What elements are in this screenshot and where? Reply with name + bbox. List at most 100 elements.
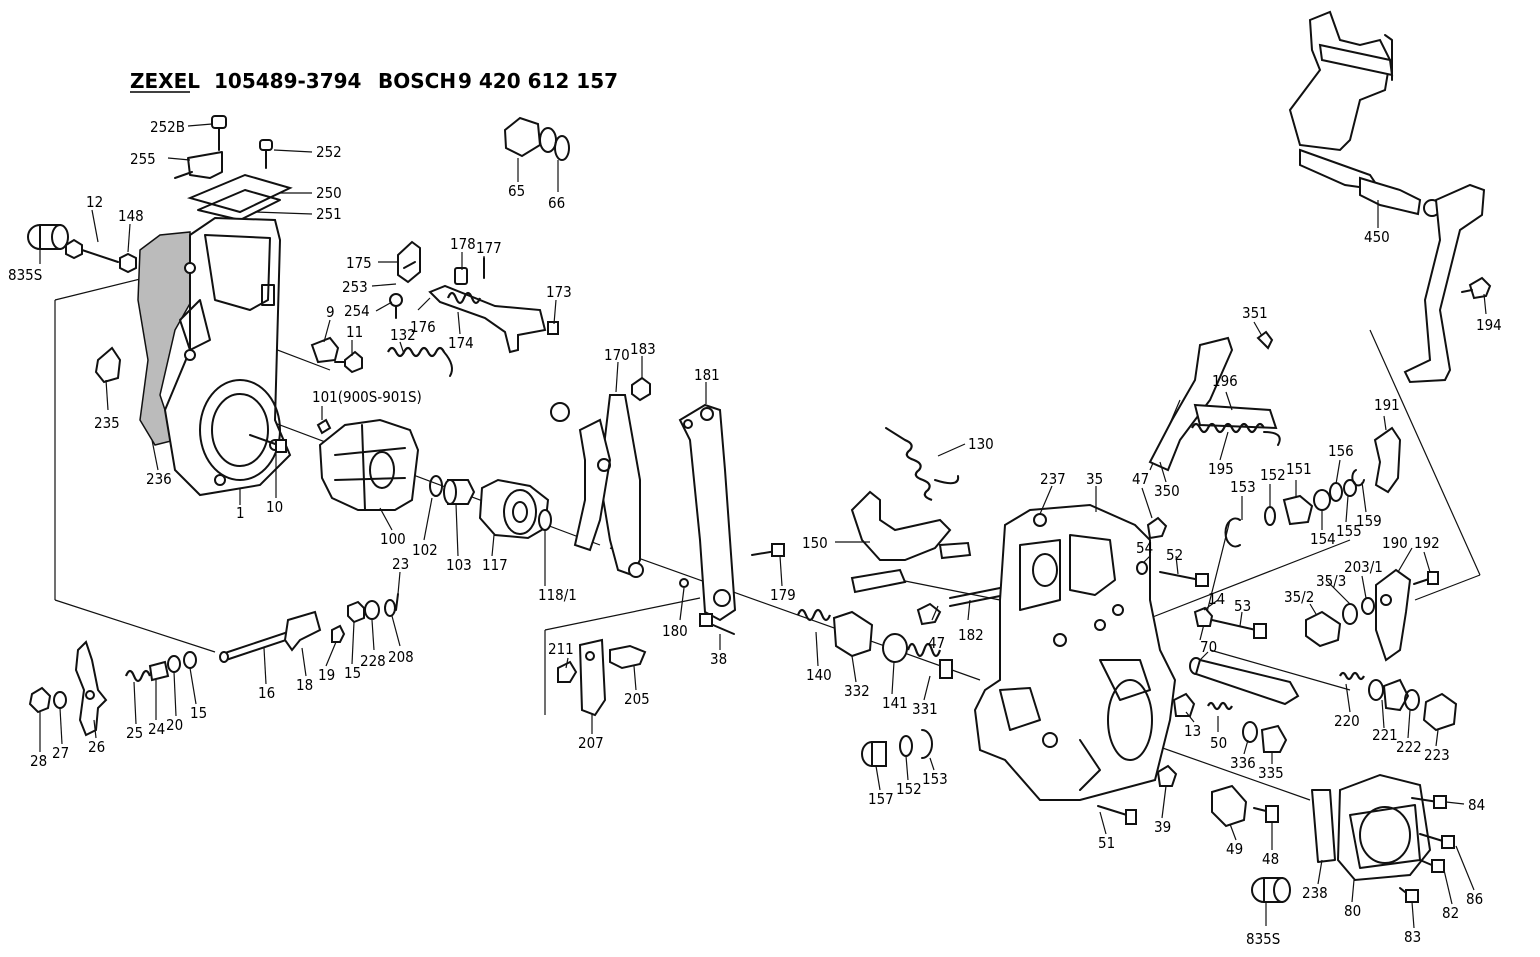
callout-83: 83 [1404,928,1421,946]
callout-25: 25 [126,724,143,742]
pump-housing-1-drawing [137,216,292,497]
callout-170: 170 [604,346,630,364]
callout-132: 132 [390,326,416,344]
callout-148: 148 [118,207,144,225]
callout-52: 52 [1166,546,1183,564]
callout-54: 54 [1136,539,1153,557]
callout-350: 350 [1154,482,1180,500]
callout-178: 178 [450,235,476,253]
callout-28: 28 [30,752,47,770]
bracket-207-drawing [557,638,647,717]
callout-49: 49 [1226,840,1243,858]
flyweight-100-drawing [318,418,420,511]
callout-65: 65 [508,182,525,200]
callout-223: 223 [1424,746,1450,764]
callout-174: 174 [448,334,474,352]
callout-173: 173 [546,283,572,301]
header-maker-bosch: BOSCH [378,69,456,93]
screws-51-39-drawing [1097,764,1178,825]
callout-82: 82 [1442,904,1459,922]
callout-181: 181 [694,366,720,384]
callout-26: 26 [88,738,105,756]
callout-66: 66 [548,194,565,212]
callout-53: 53 [1234,597,1251,615]
callout-221: 221 [1372,726,1398,744]
callout-235: 235 [94,414,120,432]
callout-35-2: 35/2 [1284,588,1314,606]
callout-103: 103 [446,556,472,574]
callout-150: 150 [802,534,828,552]
callout-153a: 153 [922,770,948,788]
adjust-screw-220-group-drawing [1339,671,1458,732]
callout-331: 331 [912,700,938,718]
bolt-252b-drawing [211,115,227,151]
callout-222: 222 [1396,738,1422,756]
callout-237: 237 [1040,470,1066,488]
callout-11: 11 [346,323,363,341]
callout-194: 194 [1476,316,1502,334]
cover-80-drawing [1311,773,1432,882]
shaft-bushings-drawing [124,651,197,683]
callout-255: 255 [130,150,156,168]
callout-195: 195 [1208,460,1234,478]
callout-15a: 15 [344,664,361,682]
spring-130-drawing [885,427,960,502]
header-maker-zexel: ZEXEL [130,69,200,93]
plug-157-drawing [861,729,933,767]
callout-182: 182 [958,626,984,644]
callout-252b: 252B [150,118,185,136]
callout-157: 157 [868,790,894,808]
callout-130: 130 [968,435,994,453]
plug-49-drawing [1211,784,1279,828]
callout-250: 250 [316,184,342,202]
linkage-450-drawing [1288,10,1492,384]
callout-35: 35 [1086,470,1103,488]
callout-183: 183 [630,340,656,358]
callout-179: 179 [770,586,796,604]
governor-sleeve-drawing [429,475,552,540]
callout-10: 10 [266,498,283,516]
callout-190: 190 [1382,534,1408,552]
callout-118-1: 118/1 [538,586,577,604]
callout-leader-lines [39,123,1487,929]
control-lever-181-drawing [678,403,737,622]
callout-48: 48 [1262,850,1279,868]
header-part-number: 105489-3794 [214,69,361,93]
callout-156: 156 [1328,442,1354,460]
callout-51: 51 [1098,834,1115,852]
callout-23: 23 [392,555,409,573]
callout-835s-left: 835S [8,266,42,284]
callout-236: 236 [146,470,172,488]
callout-152a: 152 [896,780,922,798]
callout-117: 117 [482,556,508,574]
callout-205: 205 [624,690,650,708]
bracket-255-drawing [174,151,293,221]
callout-47b: 47 [1132,470,1149,488]
diagram-header: ZEXEL 105489-3794 BOSCH 9 420 612 157 [130,69,618,93]
rod-182-drawing [916,587,1001,626]
callout-labels: 252B 252 255 250 251 65 66 12 148 835S 1… [8,118,1502,948]
callout-20: 20 [166,716,183,734]
callout-27: 27 [52,744,69,762]
callout-220: 220 [1334,712,1360,730]
callout-35-3: 35/3 [1316,572,1346,590]
callout-450: 450 [1364,228,1390,246]
shaft-70-drawing [1189,657,1300,706]
callout-252: 252 [316,143,342,161]
callout-203-1: 203/1 [1344,558,1383,576]
callout-151: 151 [1286,460,1312,478]
callout-208: 208 [388,648,414,666]
screw-group-13-drawing [1172,692,1288,753]
callout-332: 332 [844,682,870,700]
callout-1: 1 [236,504,245,522]
callout-15b: 15 [190,704,207,722]
callout-191: 191 [1374,396,1400,414]
lever-190-group-drawing [1305,568,1439,662]
callout-238: 238 [1302,884,1328,902]
callout-100: 100 [380,530,406,548]
callout-18: 18 [296,676,313,694]
callout-177: 177 [476,239,502,257]
callout-16: 16 [258,684,275,702]
lever-150-drawing [850,490,972,594]
callout-152b: 152 [1260,466,1286,484]
